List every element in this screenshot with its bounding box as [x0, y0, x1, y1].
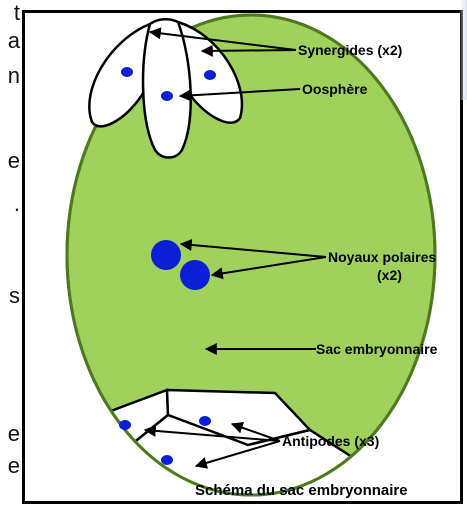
diagram-caption: Schéma du sac embryonnaire [195, 482, 408, 499]
oosphere-cell [143, 19, 191, 157]
label-noyaux-count: (x2) [377, 267, 402, 283]
label-oosphere: Oosphère [302, 81, 368, 97]
polar-nucleus [180, 260, 210, 290]
polar-nucleus [151, 240, 181, 270]
synergide-nucleus [121, 67, 133, 77]
label-synergides: Synergides (x2) [298, 42, 402, 58]
label-sac-embryonnaire: Sac embryonnaire [316, 341, 438, 357]
label-noyaux-polaires: Noyaux polaires [328, 249, 436, 265]
antipode-nucleus [119, 420, 131, 430]
antipode-nucleus [161, 455, 173, 465]
oosphere-nucleus [161, 91, 173, 101]
synergides-arrow [202, 50, 296, 51]
synergide-nucleus [204, 70, 216, 80]
label-antipodes: Antipodes (x3) [282, 433, 379, 449]
antipode-nucleus [199, 416, 211, 426]
